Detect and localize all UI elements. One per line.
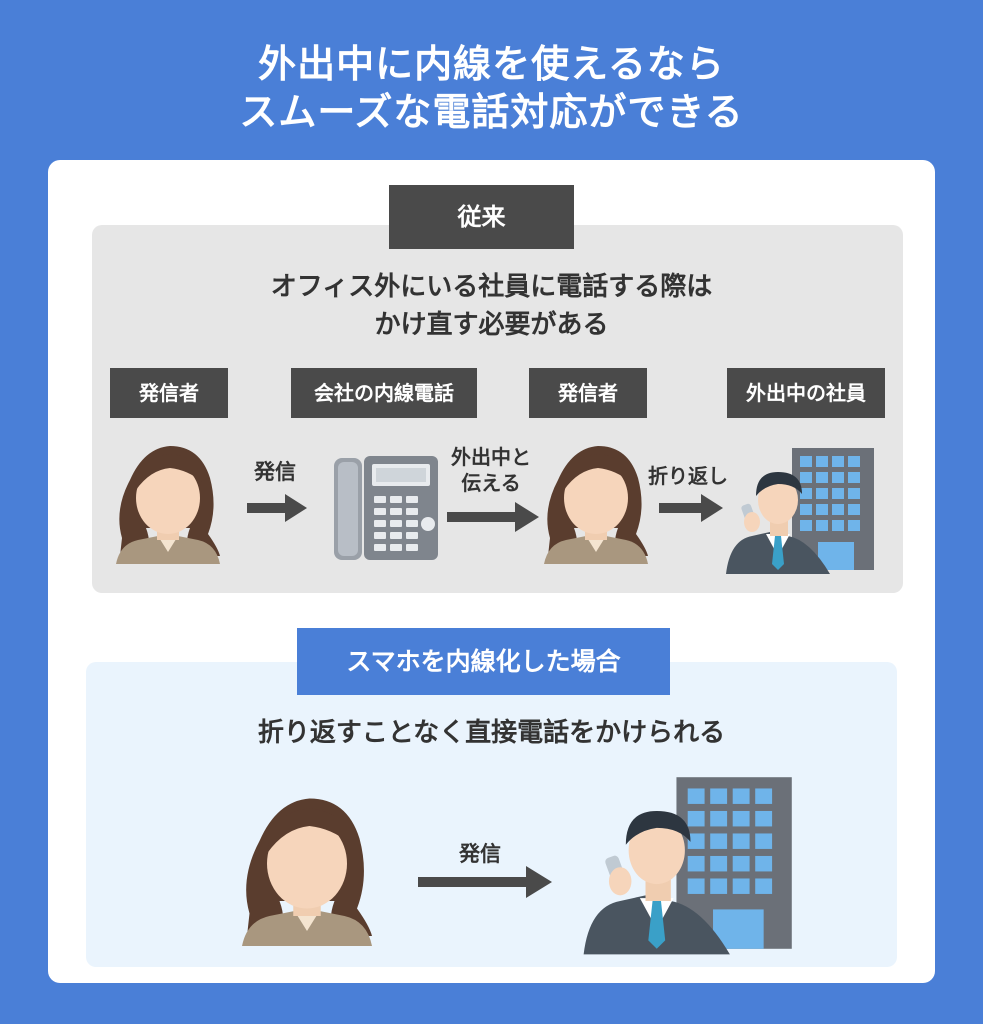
title-line-1: 外出中に内線を使えるなら <box>258 42 725 86</box>
conventional-heading-line-2: かけ直す必要がある <box>374 310 609 340</box>
smartphone-arrow-label: 発信 <box>459 842 501 866</box>
arrow-right-icon <box>418 866 552 898</box>
label-outside-employee: 外出中の社員 <box>727 368 885 418</box>
conventional-heading-line-1: オフィス外にいる社員に電話する際は <box>270 272 713 302</box>
conventional-tag: 従来 <box>389 185 574 249</box>
page-title: 外出中に内線を使えるなら スムーズな電話対応ができる <box>0 40 983 136</box>
title-line-2: スムーズな電話対応ができる <box>239 90 744 134</box>
label-caller-1: 発信者 <box>110 368 228 418</box>
conventional-heading: オフィス外にいる社員に電話する際は かけ直す必要がある <box>0 268 983 344</box>
arrow-right-icon <box>659 494 723 522</box>
arrow-3-label: 折り返し <box>648 464 728 488</box>
woman-caller-icon <box>116 446 220 564</box>
employee-with-building-icon <box>583 777 792 955</box>
arrow-2-label-line-2: 伝える <box>461 471 521 495</box>
woman-caller-icon <box>242 798 372 946</box>
woman-caller-icon <box>544 446 648 564</box>
arrow-right-icon <box>447 502 539 532</box>
smartphone-heading: 折り返すことなく直接電話をかけられる <box>257 718 726 748</box>
arrow-1-label: 発信 <box>254 460 296 484</box>
label-caller-2: 発信者 <box>529 368 647 418</box>
arrow-2-label-line-1: 外出中と <box>451 445 531 469</box>
label-office-phone: 会社の内線電話 <box>291 368 477 418</box>
arrow-right-icon <box>247 494 307 522</box>
smartphone-tag: スマホを内線化した場合 <box>297 628 670 695</box>
employee-with-building-icon <box>726 448 874 574</box>
arrow-2-label: 外出中と 伝える <box>436 444 546 496</box>
desk-phone-icon <box>334 456 438 560</box>
